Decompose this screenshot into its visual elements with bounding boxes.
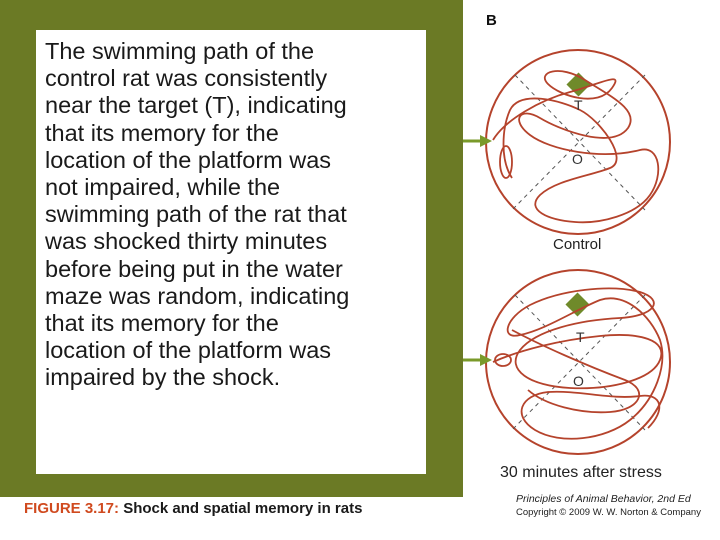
control-swim-loop — [499, 145, 513, 179]
stress-swim-loop — [494, 353, 512, 367]
slide-background-panel: The swimming path of the control rat was… — [0, 0, 463, 497]
control-label: Control — [553, 236, 602, 253]
control-start-arrow-head — [480, 135, 492, 147]
panel-label: B — [486, 12, 497, 29]
text-box: The swimming path of the control rat was… — [36, 30, 426, 474]
stress-label: 30 minutes after stress — [500, 464, 662, 481]
stress-origin-marker: O — [573, 373, 584, 389]
control-target-marker: T — [574, 97, 583, 113]
figure-caption: FIGURE 3.17: Shock and spatial memory in… — [24, 500, 362, 517]
body-text: The swimming path of the control rat was… — [45, 38, 350, 391]
control-origin-marker: O — [572, 151, 583, 167]
water-maze-figure: T O T O — [463, 49, 671, 455]
book-credit: Principles of Animal Behavior, 2nd Ed — [516, 493, 691, 505]
stress-start-arrow-head — [480, 354, 492, 366]
figure-number: FIGURE 3.17: — [24, 500, 120, 517]
stress-swim-path — [492, 287, 664, 440]
stress-target-marker: T — [576, 329, 585, 345]
control-swim-path — [492, 70, 660, 224]
copyright-credit: Copyright © 2009 W. W. Norton & Company — [516, 507, 701, 518]
stress-swim-path-extra — [511, 329, 640, 414]
figure-title: Shock and spatial memory in rats — [119, 500, 363, 517]
